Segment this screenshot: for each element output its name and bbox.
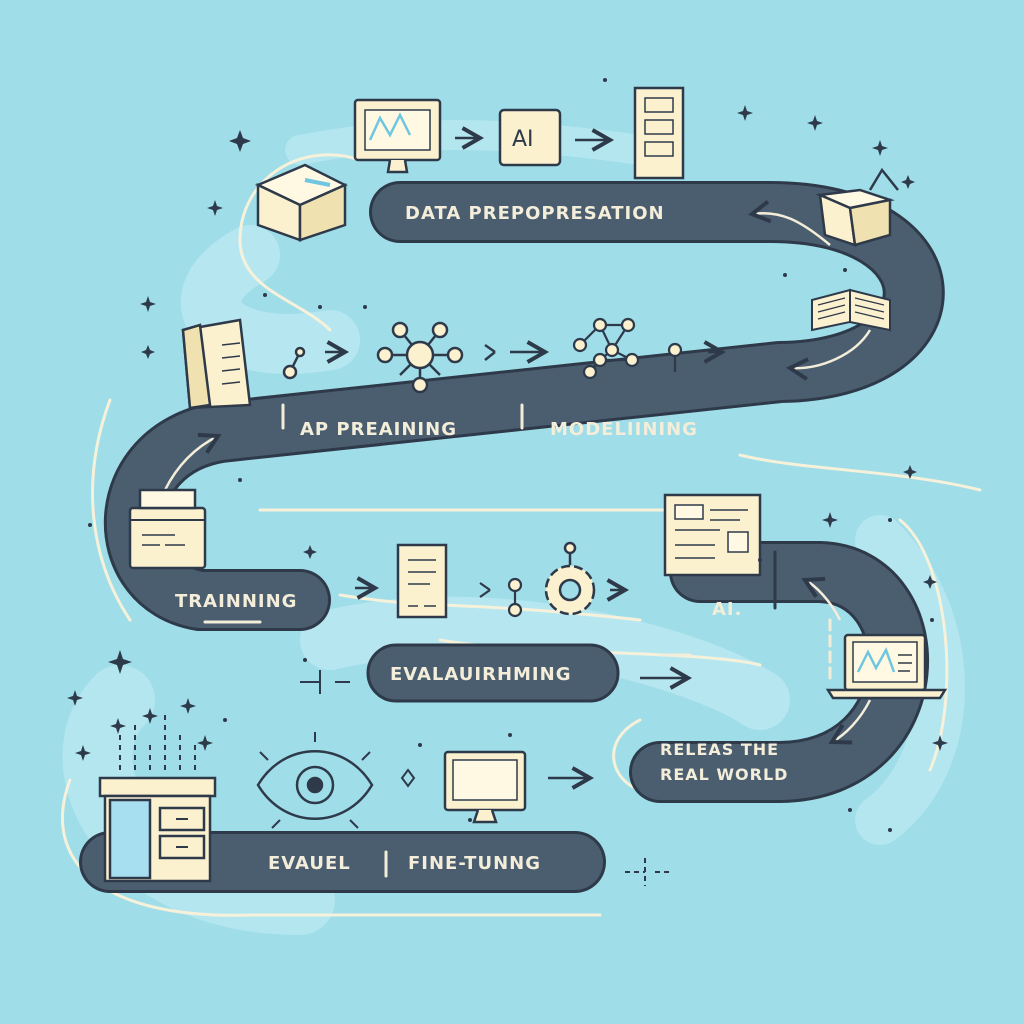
data-rain bbox=[119, 715, 196, 770]
server-tower-icon bbox=[181, 318, 252, 410]
sparkles bbox=[67, 78, 948, 832]
pin-node-icon bbox=[667, 342, 683, 372]
road-arrows bbox=[163, 200, 872, 745]
eye-icon bbox=[256, 732, 374, 829]
label-release-line1: RELEAS THE bbox=[660, 740, 779, 759]
label-ap-pretraining: AP PREAINING bbox=[300, 419, 457, 440]
node-link-icon bbox=[479, 577, 523, 618]
ai-box-icon: AI bbox=[498, 108, 562, 167]
label-modeling: MODELIINING bbox=[550, 419, 698, 440]
network-graph-icon bbox=[282, 321, 464, 394]
label-data-preparation: DATA PREPOPRESATION bbox=[405, 203, 665, 224]
panel-document-icon bbox=[663, 493, 762, 577]
ai-box-text: AI bbox=[512, 127, 534, 152]
open-box-icon-right bbox=[815, 167, 899, 247]
computer-monitor-icon bbox=[443, 750, 527, 824]
server-icon bbox=[633, 86, 685, 180]
arrow-network-2 bbox=[484, 345, 545, 360]
monitor-chart-icon bbox=[353, 98, 442, 174]
crosshair-markers bbox=[300, 670, 670, 886]
diamond-marker bbox=[400, 768, 416, 788]
label-evaluation: EVALAUIRHMING bbox=[390, 664, 571, 685]
cabinet-icon bbox=[98, 776, 217, 883]
label-training: TRAINNING bbox=[175, 591, 297, 612]
label-evaluel: EVAUEL bbox=[268, 853, 351, 874]
gear-icon bbox=[544, 541, 596, 616]
open-box-icon bbox=[254, 163, 348, 242]
document-icon bbox=[396, 543, 448, 619]
label-fine-tuning: FINE-TUNNG bbox=[408, 853, 541, 874]
open-book-icon bbox=[811, 288, 891, 332]
network-cluster-icon bbox=[572, 317, 640, 380]
road-markings bbox=[203, 403, 832, 878]
label-ai-stage: AI. bbox=[712, 599, 742, 620]
training-box-icon bbox=[128, 488, 207, 570]
laptop-icon bbox=[825, 633, 948, 700]
label-release-line2: REAL WORLD bbox=[660, 765, 788, 784]
